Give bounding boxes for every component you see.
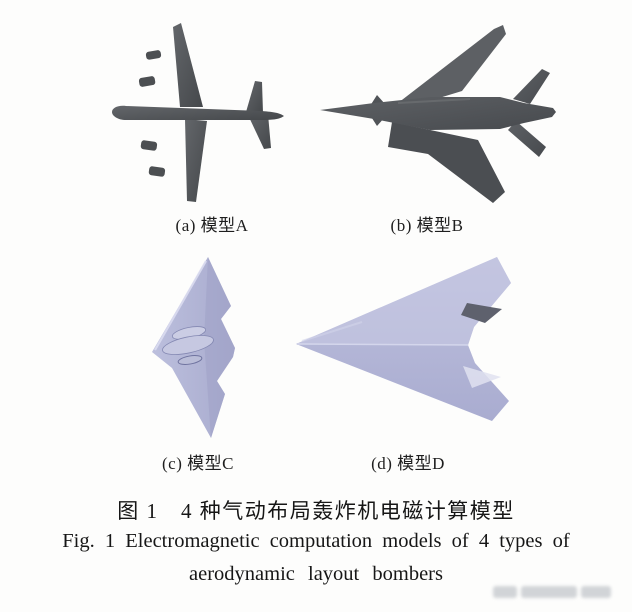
figure-caption-chinese: 图 1 4 种气动布局轰炸机电磁计算模型 xyxy=(117,499,515,523)
model-c-leading-edge-highlight xyxy=(154,260,207,351)
model-d-highlight-patch xyxy=(463,366,501,388)
watermark-blot xyxy=(521,586,577,599)
model-a-tail-stabilizer xyxy=(248,114,271,149)
model-a-engine-pod xyxy=(145,50,162,60)
figure-caption-english-line1: Fig. 1 Electromagnetic computation model… xyxy=(62,530,570,552)
watermark-blot xyxy=(493,586,517,599)
figure-caption-english-line2: aerodynamic layout bombers xyxy=(189,563,443,585)
model-c-shading xyxy=(204,257,235,438)
model-b-fuselage xyxy=(320,97,556,130)
model-c-aircraft xyxy=(152,257,235,438)
model-b-aircraft xyxy=(320,25,556,203)
model-d-engine-inlet xyxy=(461,303,502,323)
model-b-tail-stabilizer xyxy=(513,69,550,104)
watermark xyxy=(493,583,629,607)
model-a-engine-pod xyxy=(138,76,156,87)
model-b-upper-wing xyxy=(398,25,506,103)
model-a-lower-wing xyxy=(185,119,207,202)
model-b-tail-stabilizer xyxy=(508,121,546,157)
model-a-engine-pod xyxy=(140,140,158,151)
model-c-engine-bulge xyxy=(177,355,203,365)
watermark-blot xyxy=(581,586,611,599)
panel-label-b: (b) 模型B xyxy=(390,216,464,235)
panel-label-d: (d) 模型D xyxy=(371,454,445,473)
model-b-lower-wing xyxy=(388,122,505,203)
model-a-tail-stabilizer xyxy=(246,81,263,113)
model-a-engine-pod xyxy=(148,166,166,177)
model-a-aircraft xyxy=(112,23,284,202)
panel-label-c: (c) 模型C xyxy=(162,454,234,473)
model-d-aircraft xyxy=(296,257,511,421)
model-b-spine-highlight xyxy=(397,98,471,104)
panel-label-a: (a) 模型A xyxy=(175,216,249,235)
model-c-fuselage-bulge xyxy=(162,335,214,355)
model-d-upper-surface xyxy=(296,257,511,345)
model-a-upper-wing xyxy=(173,23,203,107)
model-d-nose-highlight xyxy=(301,321,363,342)
model-a-fuselage xyxy=(112,105,284,120)
model-d-center-ridge xyxy=(297,343,469,346)
